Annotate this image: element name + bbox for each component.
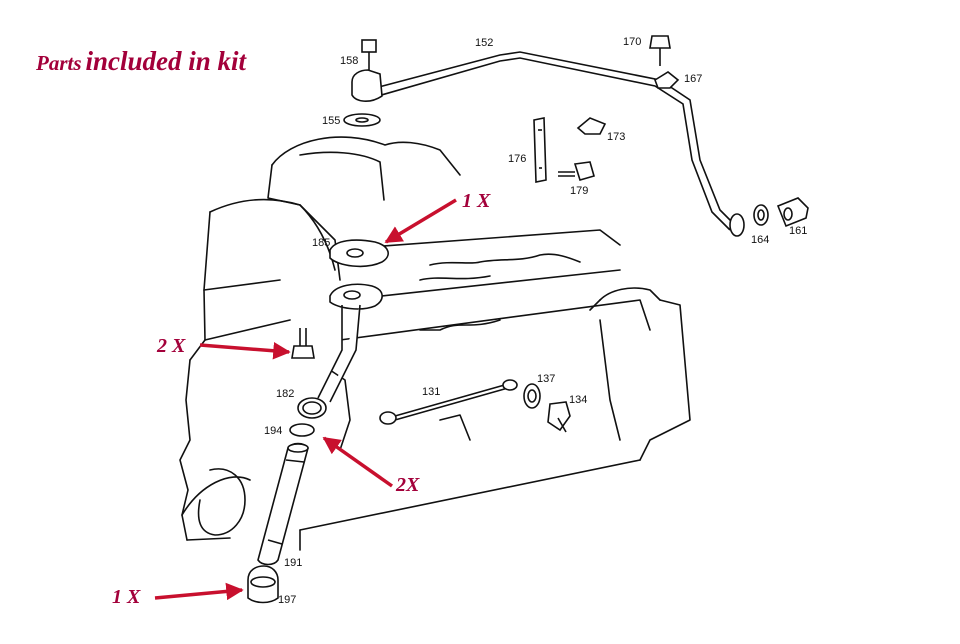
oring-194 bbox=[289, 423, 315, 437]
bolt-side bbox=[291, 328, 315, 359]
part-number-185: 185 bbox=[312, 237, 330, 249]
callout-arrows bbox=[154, 198, 457, 601]
engine-block-outline bbox=[179, 136, 691, 551]
kit-title: Parts included in kit bbox=[36, 46, 246, 77]
part-number-167: 167 bbox=[684, 73, 702, 85]
part-number-170: 170 bbox=[623, 36, 641, 48]
clip-173 bbox=[576, 117, 607, 135]
kit-title-part1: Parts bbox=[36, 51, 82, 75]
part-number-137: 137 bbox=[537, 373, 555, 385]
part-number-152: 152 bbox=[475, 37, 493, 49]
part-number-161: 161 bbox=[789, 225, 807, 237]
bracket-176 bbox=[533, 117, 547, 183]
part-number-191: 191 bbox=[284, 557, 302, 569]
part-number-176: 176 bbox=[508, 153, 526, 165]
qty-cap-197: 1 X bbox=[112, 586, 141, 608]
rod-131 bbox=[379, 379, 571, 433]
arrow-to-bolt bbox=[199, 342, 291, 360]
part-number-158: 158 bbox=[340, 55, 358, 67]
part-number-197: 197 bbox=[278, 594, 296, 606]
oil-line-152 bbox=[374, 51, 736, 231]
bolt-179 bbox=[558, 161, 595, 181]
qty-bolt: 2 X bbox=[156, 335, 186, 357]
part-number-194: 194 bbox=[264, 425, 282, 437]
part-number-155: 155 bbox=[322, 115, 340, 127]
kit-title-part2: included in kit bbox=[85, 46, 247, 76]
bolt-170 bbox=[649, 35, 680, 89]
arrow-to-cap-197 bbox=[154, 582, 244, 601]
part-number-173: 173 bbox=[607, 131, 625, 143]
part-number-164: 164 bbox=[751, 234, 769, 246]
part-number-131: 131 bbox=[422, 386, 440, 398]
arrow-to-gasket-185 bbox=[384, 198, 457, 244]
pipe-182 bbox=[297, 283, 383, 419]
tube-191 bbox=[257, 442, 309, 566]
arrow-to-oring-194 bbox=[322, 436, 394, 488]
gasket-185 bbox=[329, 239, 389, 268]
part-number-labels: 152 158 170 167 155 173 176 179 185 164 … bbox=[264, 36, 807, 606]
part-number-134: 134 bbox=[569, 394, 587, 406]
part-number-179: 179 bbox=[570, 185, 588, 197]
washer-164 bbox=[729, 197, 809, 237]
qty-oring-194: 2X bbox=[395, 474, 420, 496]
qty-gasket-185: 1 X bbox=[462, 190, 491, 212]
banjo-fitting-158 bbox=[343, 39, 383, 127]
part-number-182: 182 bbox=[276, 388, 294, 400]
cap-197 bbox=[247, 565, 279, 604]
quantity-callouts: 1 X 2 X 2X 1 X bbox=[112, 190, 491, 608]
